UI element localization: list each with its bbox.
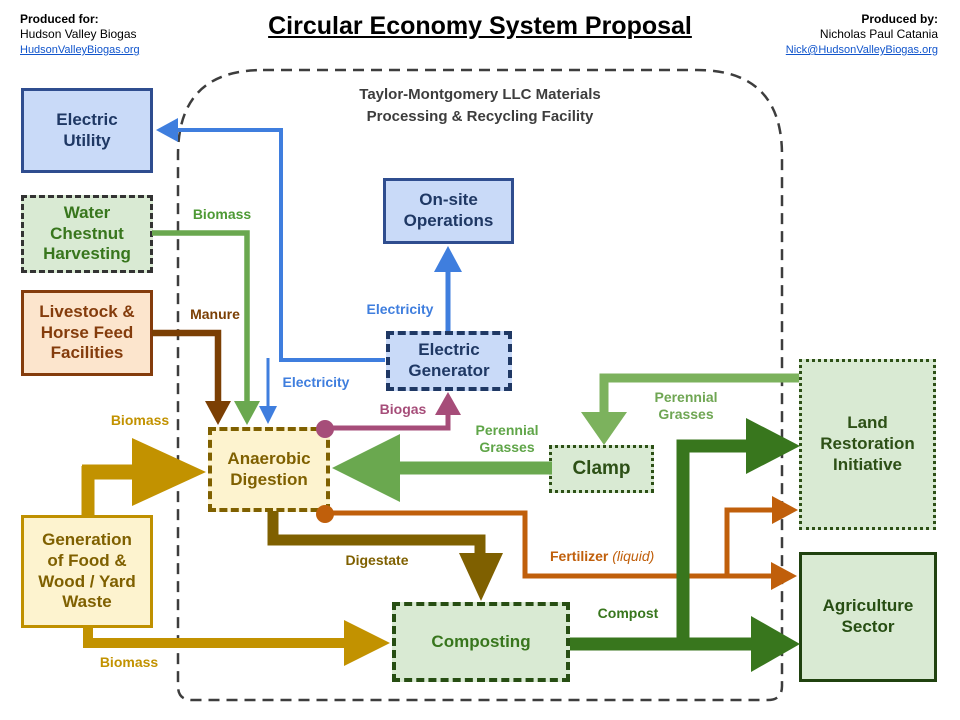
label-fertilizer: Fertilizer (liquid) [550,548,680,565]
label-biomass-chestnut: Biomass [192,206,252,222]
label-manure: Manure [190,306,240,322]
facility-label: Taylor-Montgomery LLC Materials Processi… [359,86,601,125]
arrowhead-electricity-utility [156,118,178,142]
label-fertilizer-qualifier: (liquid) [612,548,655,564]
node-electric-generator: Electric Generator [386,331,512,391]
arrowhead-compost-land [746,418,800,474]
produced-for-block: Produced for: Hudson Valley Biogas Hudso… [20,12,140,58]
arrowhead-fertilizer-land [772,496,798,524]
node-agriculture-sector: Agriculture Sector [799,552,937,682]
edge-electricity-to-utility [176,128,385,362]
node-composting: Composting [392,602,570,682]
produced-by-link[interactable]: Nick@HudsonValleyBiogas.org [785,44,938,56]
page-title: Circular Economy System Proposal [268,12,692,40]
label-digestate: Digestate [345,552,409,568]
node-water-chestnut-harvesting: Water Chestnut Harvesting [21,195,153,273]
label-electricity-onsite: Electricity [366,301,434,317]
label-electricity-digester: Electricity [282,374,350,390]
produced-by-name: Nicholas Paul Catania [819,27,938,41]
label-biomass-thick: Biomass [110,412,170,428]
label-compost: Compost [597,605,659,621]
produced-by-heading: Produced by: [861,12,938,26]
arrowhead-biomass-composting [344,620,390,666]
node-electric-utility: Electric Utility [21,88,153,173]
node-generation-waste: Generation of Food & Wood / Yard Waste [21,515,153,628]
produced-for-name: Hudson Valley Biogas [20,27,137,41]
label-biogas: Biogas [379,401,427,417]
arrowhead-digestate [459,553,503,601]
arrowhead-electricity-digester [259,406,277,424]
node-land-restoration: Land Restoration Initiative [799,359,936,530]
arrowhead-biomass-chestnut [234,401,260,425]
node-onsite-operations: On-site Operations [383,178,514,244]
arrowhead-fertilizer-agriculture [771,562,797,590]
produced-for-heading: Produced for: [20,12,99,26]
arrowhead-electricity-onsite [434,246,462,272]
node-clamp: Clamp [549,445,654,493]
produced-by-block: Produced by: Nicholas Paul Catania Nick@… [786,12,938,58]
arrowhead-biomass-thick [132,438,206,506]
arrowhead-perennial-clamp [581,412,627,445]
edge-manure [152,329,222,404]
label-biomass-bottom: Biomass [99,654,159,670]
label-perennial-digester: Perennial Grasses [475,422,539,455]
label-perennial-clamp: Perennial Grasses [654,389,718,422]
label-fertilizer-word: Fertilizer [550,548,609,564]
edge-digestate [267,511,486,556]
edge-compost-to-land-restoration [676,439,748,650]
produced-for-link[interactable]: HudsonValleyBiogas.org [20,44,140,56]
node-livestock-horse-feed: Livestock & Horse Feed Facilities [21,290,153,376]
node-anaerobic-digestion: Anaerobic Digestion [208,427,330,512]
arrowhead-perennial-digester [332,434,400,502]
arrowhead-compost-agriculture [751,616,800,672]
arrowhead-manure [205,401,231,425]
edge-fertilizer-to-land-restoration [724,507,776,576]
